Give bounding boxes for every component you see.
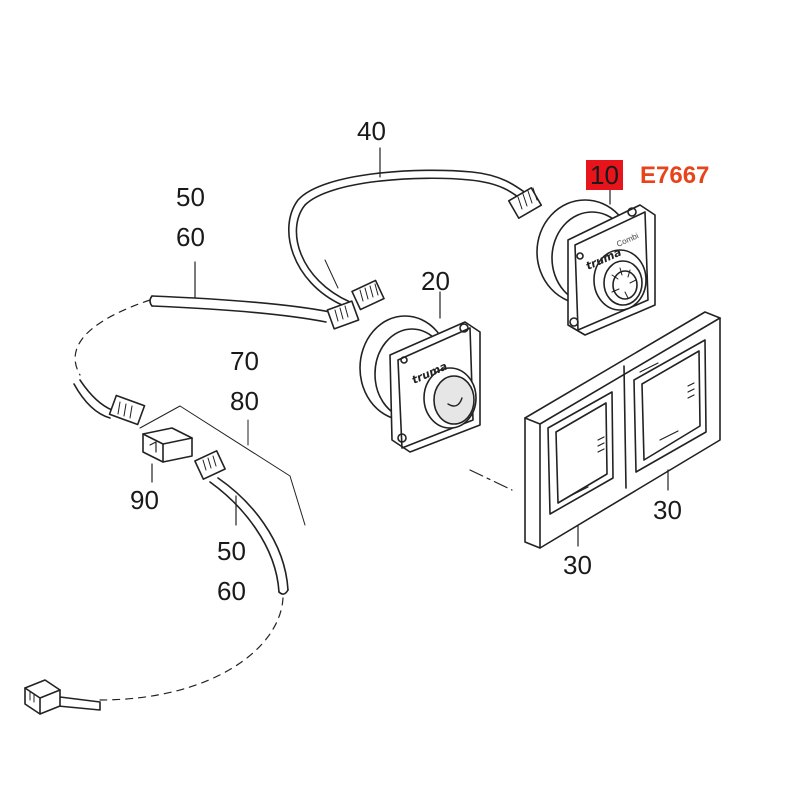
rj-plug-40-right: [507, 187, 543, 219]
part-label-30-front: 30: [563, 550, 592, 580]
rj-plug-50-60-upper-right: [326, 300, 360, 330]
part-label-80: 80: [230, 386, 259, 416]
part-code: E7667: [640, 162, 710, 189]
part-label-30-right: 30: [653, 495, 682, 525]
part-label-90: 90: [130, 485, 159, 515]
coupler-90: [142, 427, 193, 483]
cable-50-60-lower: [57, 450, 289, 711]
rj-plug-40-left: [351, 279, 385, 311]
part-label-50-lower: 50: [217, 536, 246, 566]
leader-70-80: [139, 405, 306, 526]
control-unit-20: [359, 291, 513, 491]
double-frame-30: [524, 311, 721, 549]
part-label-50-upper: 50: [176, 182, 205, 212]
part-label-10-highlight: 10: [586, 160, 623, 190]
cable-40: [288, 147, 528, 306]
part-label-60-upper: 60: [176, 222, 205, 252]
rj-plug-50-60-lower-end: [24, 679, 61, 715]
control-unit-10: [536, 187, 656, 336]
cable-50-60-upper: [73, 261, 331, 419]
rj-plug-50-60-upper-left: [108, 394, 146, 426]
part-label-20: 20: [421, 266, 450, 296]
part-label-70: 70: [230, 346, 259, 376]
part-label-40: 40: [357, 116, 386, 146]
part-label-60-lower: 60: [217, 576, 246, 606]
